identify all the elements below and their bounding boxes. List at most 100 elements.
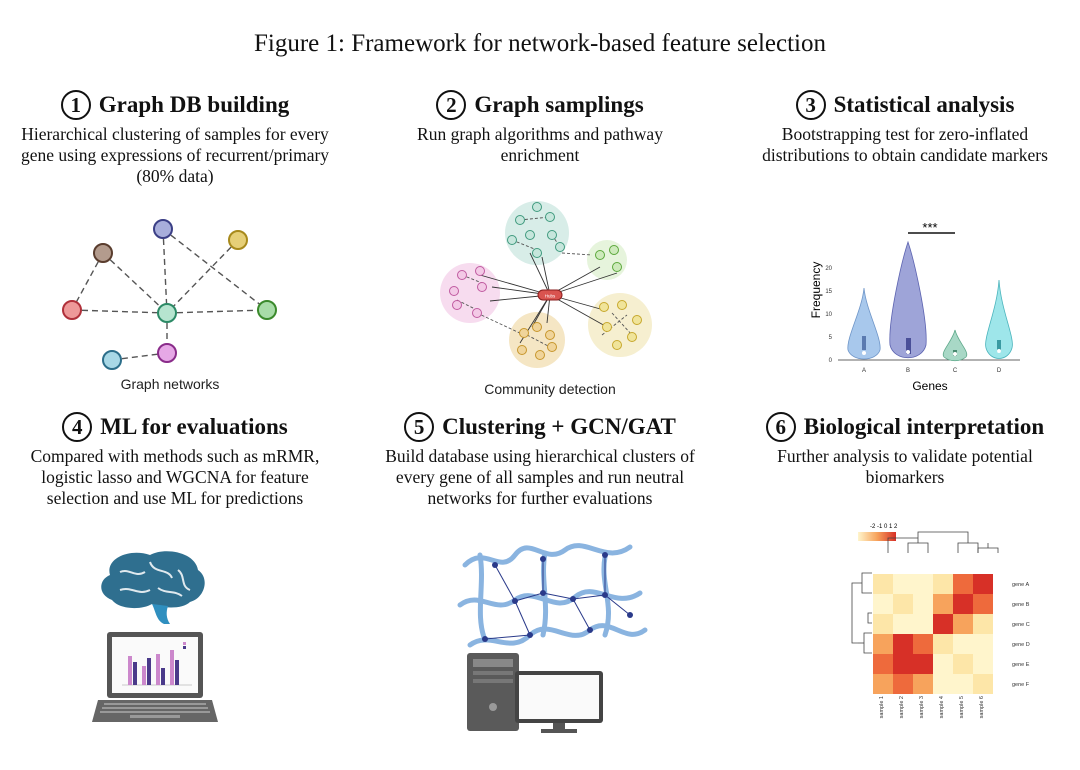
graph-network-illustration bbox=[62, 219, 277, 370]
sample-label: sample 2 bbox=[899, 696, 905, 718]
community-detection-illustration: Hubs bbox=[440, 201, 652, 368]
heatmap-cell bbox=[913, 574, 933, 594]
y-tick: 15 bbox=[825, 289, 832, 295]
brain-laptop-illustration bbox=[92, 551, 218, 722]
heatmap-cell bbox=[913, 654, 933, 674]
y-tick: 20 bbox=[825, 266, 832, 272]
panel-description: Compared with methods such as mRMR, logi… bbox=[30, 446, 320, 508]
y-tick: 0 bbox=[829, 358, 833, 364]
figure-title: Figure 1: Framework for network-based fe… bbox=[253, 30, 827, 57]
heatmap-cell bbox=[913, 634, 933, 654]
heatmap-cell bbox=[873, 654, 893, 674]
panel-heading: Graph samplings bbox=[474, 92, 644, 117]
panel-statistical-analysis: 3 Statistical analysis Bootstrapping test… bbox=[735, 88, 1075, 166]
heatmap-cell bbox=[933, 594, 953, 614]
hub-label: Hubs bbox=[545, 294, 556, 299]
node-circle bbox=[153, 219, 173, 239]
step-number: 2 bbox=[436, 90, 467, 120]
heatmap-cell bbox=[973, 674, 993, 694]
panel-description: Run graph algorithms and pathway enrichm… bbox=[417, 124, 663, 165]
panel-description: Build database using hierarchical cluste… bbox=[385, 446, 695, 508]
heatmap-cell bbox=[933, 634, 953, 654]
heatmap-cell bbox=[873, 574, 893, 594]
heatmap-cell bbox=[933, 574, 953, 594]
step-number: 1 bbox=[60, 90, 91, 120]
panel-ml-evaluations: 4 ML for evaluations Compared with method… bbox=[5, 410, 345, 509]
panel-graph-db-building: 1 Graph DB building Hierarchical clusteri… bbox=[5, 88, 345, 187]
heatmap-cell bbox=[893, 674, 913, 694]
heatmap-cell bbox=[893, 594, 913, 614]
violin-plot: *** 0 5 10 15 20 Frequency A B C D Genes bbox=[809, 220, 1020, 393]
brain-icon bbox=[101, 551, 205, 609]
y-axis-label: Frequency bbox=[809, 262, 823, 319]
step-number: 5 bbox=[404, 412, 435, 442]
heatmap-grid bbox=[873, 574, 993, 694]
step-number: 4 bbox=[62, 412, 93, 442]
heatmap-cell bbox=[933, 614, 953, 634]
heatmap-cell bbox=[953, 594, 973, 614]
panel-biological-interpretation: 6 Biological interpretation Further analy… bbox=[735, 410, 1075, 488]
heatmap-cell bbox=[893, 574, 913, 594]
violin-b bbox=[889, 240, 927, 359]
panel-heading: Clustering + GCN/GAT bbox=[442, 414, 676, 439]
node-circle bbox=[62, 300, 82, 320]
heatmap-cell bbox=[973, 634, 993, 654]
color-scale-bar bbox=[858, 532, 896, 541]
y-tick: 10 bbox=[825, 312, 832, 318]
node-circle bbox=[157, 343, 177, 363]
sample-label: sample 4 bbox=[939, 696, 945, 718]
panel-description: Further analysis to validate potential b… bbox=[777, 446, 1033, 487]
sample-label: sample 5 bbox=[959, 696, 965, 718]
heatmap-cell bbox=[953, 634, 973, 654]
heatmap-cell bbox=[873, 674, 893, 694]
node-circle bbox=[157, 303, 177, 323]
violin-c bbox=[942, 329, 968, 362]
heatmap-cell bbox=[913, 594, 933, 614]
node-circle bbox=[93, 243, 113, 263]
heatmap-cell bbox=[953, 614, 973, 634]
heatmap-cell bbox=[893, 614, 913, 634]
panel-heading: Graph DB building bbox=[98, 92, 290, 117]
laptop-bar-chart bbox=[122, 642, 192, 686]
heatmap-cell bbox=[873, 614, 893, 634]
gene-label: gene C bbox=[1012, 622, 1030, 628]
gene-label: gene E bbox=[1012, 662, 1030, 668]
panel-heading: Biological interpretation bbox=[803, 414, 1045, 439]
heatmap-cell bbox=[953, 574, 973, 594]
x-axis-label: Genes bbox=[912, 379, 947, 393]
significance-marker: *** bbox=[922, 220, 937, 235]
x-tick: A bbox=[862, 368, 866, 374]
heatmap-cell bbox=[873, 594, 893, 614]
step-number: 3 bbox=[795, 90, 826, 120]
step-number: 6 bbox=[765, 412, 796, 442]
heatmap-cell bbox=[973, 574, 993, 594]
heatmap-cell bbox=[933, 654, 953, 674]
sample-label: sample 3 bbox=[919, 696, 925, 718]
gene-label: gene B bbox=[1012, 602, 1030, 608]
x-tick: D bbox=[997, 368, 1002, 374]
panel-description: Hierarchical clustering of samples for e… bbox=[20, 124, 330, 186]
violin-d bbox=[985, 279, 1013, 359]
node-circle bbox=[102, 350, 122, 370]
node-circle bbox=[257, 300, 277, 320]
sample-label: sample 1 bbox=[879, 696, 885, 718]
x-tick: C bbox=[953, 368, 958, 374]
heatmap-cell bbox=[933, 674, 953, 694]
panel-description: Bootstrapping test for zero-inflated dis… bbox=[762, 124, 1048, 165]
heatmap-cell bbox=[893, 634, 913, 654]
heatmap-illustration: -2 -1 0 1 2 gene A gene B gene C gene D … bbox=[851, 524, 1030, 718]
heatmap-cell bbox=[873, 634, 893, 654]
heatmap-cell bbox=[953, 674, 973, 694]
heatmap-cell bbox=[893, 654, 913, 674]
panel-clustering-gcn: 5 Clustering + GCN/GAT Build database usi… bbox=[370, 410, 710, 509]
heatmap-cell bbox=[973, 654, 993, 674]
hub-node bbox=[537, 289, 563, 301]
x-tick: B bbox=[906, 368, 910, 374]
panel-graph-samplings: 2 Graph samplings Run graph algorithms an… bbox=[370, 88, 710, 166]
panel-heading: ML for evaluations bbox=[100, 414, 288, 439]
panel-heading: Statistical analysis bbox=[833, 92, 1015, 117]
graph-networks-caption: Graph networks bbox=[120, 376, 220, 392]
color-scale-label: -2 -1 0 1 2 bbox=[870, 524, 898, 530]
violin-a bbox=[847, 287, 881, 360]
gene-label: gene D bbox=[1012, 642, 1030, 648]
